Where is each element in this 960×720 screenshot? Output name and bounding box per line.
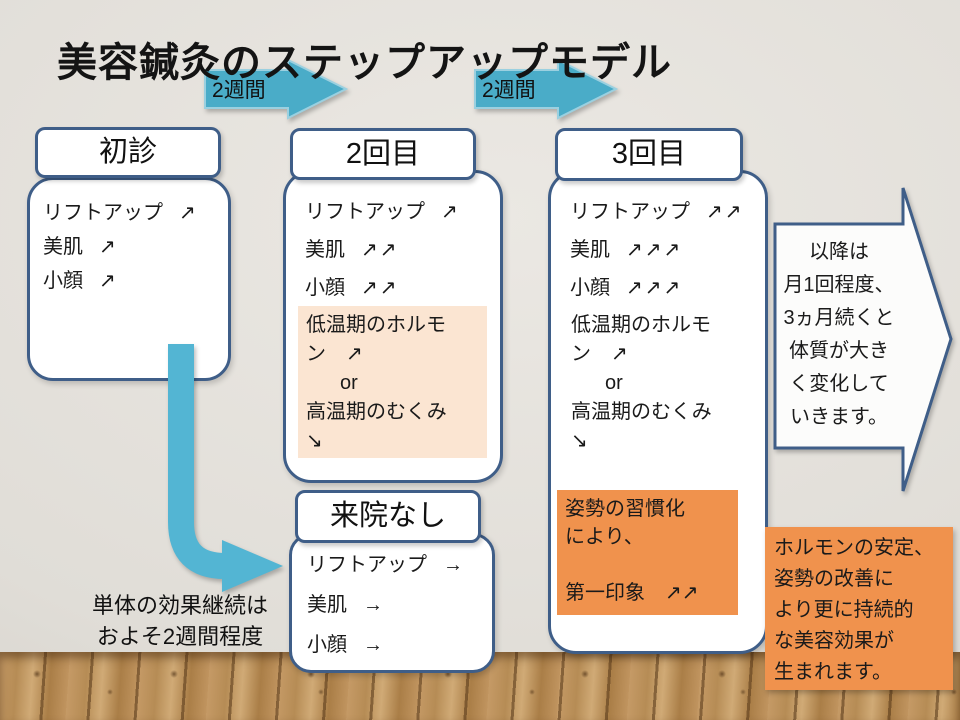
trend-arrows: ↗ xyxy=(99,270,118,292)
effect-row: リフトアップ ↗ xyxy=(43,196,198,230)
trend-arrows: ↗↗ xyxy=(361,239,399,261)
slide-title: 美容鍼灸のステップアップモデル xyxy=(57,40,672,85)
trend-arrows: ↗ xyxy=(99,236,118,258)
effect-row: 美肌 ↗↗↗ xyxy=(570,231,744,269)
benefit-line: 姿勢の改善に xyxy=(774,568,894,590)
hormone-line: 高温期のむくみ xyxy=(306,401,447,423)
step3-hormone-note: 低温期のホルモ ン ↗ or 高温期のむくみ ↘ xyxy=(563,306,752,458)
effect-label: 美肌 xyxy=(570,239,610,261)
trend-arrows: ↗ xyxy=(179,202,198,224)
effect-row: リフトアップ → xyxy=(307,545,465,585)
hormone-line: ↘ xyxy=(571,430,588,452)
effect-row: 小顔 → xyxy=(307,625,465,665)
interval-arrow-1-label: 2週間 xyxy=(212,79,266,102)
trend-arrows: → xyxy=(363,594,385,616)
hormone-line: 低温期のホルモ xyxy=(571,314,711,336)
benefit-line: ホルモンの安定、 xyxy=(774,537,934,559)
benefit-line: な美容効果が xyxy=(774,630,894,652)
interval-arrow-1-icon xyxy=(204,58,349,120)
hormone-line: ン ↗ xyxy=(306,343,363,365)
step2-hormone-note: 低温期のホルモ ン ↗ or 高温期のむくみ ↘ xyxy=(298,306,487,458)
future-line: 月1回程度、 xyxy=(783,274,895,296)
hormone-line: 低温期のホルモ xyxy=(306,314,446,336)
effect-label: 小顔 xyxy=(305,277,345,299)
step2-header: 2回目 xyxy=(290,128,476,180)
elbow-arrow-icon xyxy=(168,344,283,592)
effect-row: 美肌 ↗↗ xyxy=(305,231,460,269)
trend-arrows: ↗↗↗ xyxy=(626,239,683,261)
step3-header: 3回目 xyxy=(555,128,743,181)
effect-label: 小顔 xyxy=(43,270,83,292)
trend-arrows: ↗ xyxy=(441,201,460,223)
step1-header: 初診 xyxy=(35,127,221,178)
hormone-or: or xyxy=(605,372,623,394)
trend-arrows: ↗↗ xyxy=(361,277,399,299)
step3-effects: リフトアップ ↗↗ 美肌 ↗↗↗ 小顔 ↗↗↗ xyxy=(570,193,744,307)
hormone-line: ン ↗ xyxy=(571,343,628,365)
future-arrow-text: 以降は 月1回程度、 3ヵ月続くと 体質が大き く変化して いきます。 xyxy=(775,236,903,434)
trend-arrows: ↗↗ xyxy=(706,201,744,223)
no-visit-effects: リフトアップ → 美肌 → 小顔 → xyxy=(307,545,465,665)
interval-arrow-2-label: 2週間 xyxy=(482,79,536,102)
effect-label: リフトアップ xyxy=(307,554,427,576)
effect-row: 美肌 ↗ xyxy=(43,230,198,264)
posture-line: 姿勢の習慣化 xyxy=(565,498,685,520)
effect-row: 小顔 ↗ xyxy=(43,264,198,298)
effect-label: 小顔 xyxy=(570,277,610,299)
effect-row: 小顔 ↗↗ xyxy=(305,269,460,307)
retention-note-line: 単体の効果継続は xyxy=(91,593,268,618)
future-line: く変化して xyxy=(789,373,889,395)
benefit-box: ホルモンの安定、 姿勢の改善に より更に持続的 な美容効果が 生まれます。 xyxy=(765,527,953,690)
retention-note: 単体の効果継続は およそ2週間程度 xyxy=(78,590,282,652)
trend-arrows: → xyxy=(443,554,465,576)
benefit-line: より更に持続的 xyxy=(774,599,914,621)
future-line: いきます。 xyxy=(790,406,888,428)
benefit-line: 生まれます。 xyxy=(774,661,892,683)
future-line: 体質が大き xyxy=(789,340,889,362)
step1-effects: リフトアップ ↗ 美肌 ↗ 小顔 ↗ xyxy=(43,196,198,298)
posture-line xyxy=(565,551,730,579)
effect-row: リフトアップ ↗↗ xyxy=(570,193,744,231)
future-arrow-icon xyxy=(773,187,953,492)
effect-label: リフトアップ xyxy=(570,201,690,223)
step2-effects: リフトアップ ↗ 美肌 ↗↗ 小顔 ↗↗ xyxy=(305,193,460,307)
posture-line: 第一印象 ↗↗ xyxy=(565,582,699,604)
hormone-line: ↘ xyxy=(306,430,323,452)
effect-label: リフトアップ xyxy=(305,201,425,223)
posture-line: により、 xyxy=(565,526,644,548)
no-visit-content-box xyxy=(289,533,495,673)
step1-content-box xyxy=(27,177,231,381)
effect-row: 美肌 → xyxy=(307,585,465,625)
effect-label: 小顔 xyxy=(307,634,347,656)
effect-row: 小顔 ↗↗↗ xyxy=(570,269,744,307)
trend-arrows: ↗↗↗ xyxy=(626,277,683,299)
no-visit-header: 来院なし xyxy=(295,490,481,543)
retention-note-line: およそ2週間程度 xyxy=(96,624,264,649)
trend-arrows: → xyxy=(363,634,385,656)
step3-posture-note: 姿勢の習慣化 により、 第一印象 ↗↗ xyxy=(557,490,738,615)
hormone-line: 高温期のむくみ xyxy=(571,401,712,423)
effect-label: 美肌 xyxy=(305,239,345,261)
effect-label: 美肌 xyxy=(307,594,347,616)
effect-label: リフトアップ xyxy=(43,202,163,224)
future-line: 以降は xyxy=(809,241,869,263)
hormone-or: or xyxy=(340,372,358,394)
effect-label: 美肌 xyxy=(43,236,83,258)
future-line: 3ヵ月続くと xyxy=(783,307,895,329)
interval-arrow-2-icon xyxy=(474,58,619,120)
effect-row: リフトアップ ↗ xyxy=(305,193,460,231)
